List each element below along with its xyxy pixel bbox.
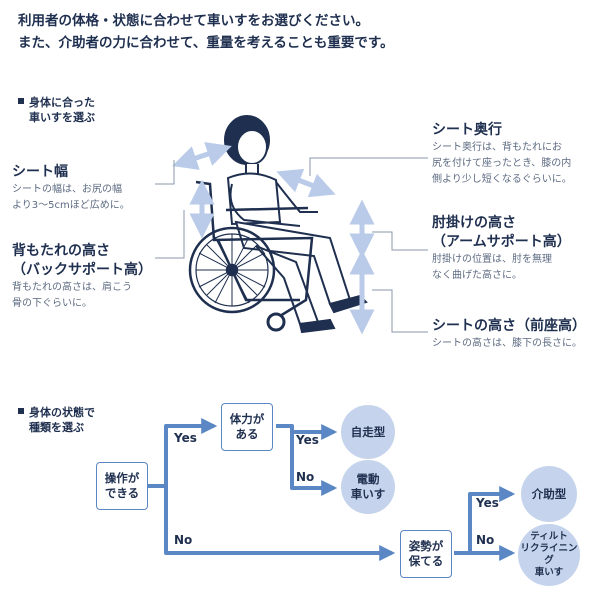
result-electric-line-2: 車いす: [350, 487, 386, 501]
face-shape: [236, 129, 268, 165]
question-posture: 姿勢が 保てる: [400, 530, 452, 578]
result-electric-line-1: 電動: [356, 472, 380, 486]
intro-line-1: 利用者の体格・状態に合わせて車いすをお選びください。: [18, 13, 369, 29]
backrest-title-1: 背もたれの高さ: [12, 243, 110, 259]
leader-lines: [155, 157, 428, 333]
seat-depth-title: シート奥行: [432, 122, 502, 138]
question-strength: 体力が ある: [221, 403, 273, 451]
section-title-type-line-2: 種類を選ぶ: [29, 421, 84, 434]
result-self-propelled: 自走型: [341, 405, 395, 459]
edge-label-no-posture: No: [476, 533, 495, 547]
flowchart-connectors: [146, 418, 516, 561]
backrest-title-2: （バックサポート高）: [12, 262, 152, 278]
edge-label-no-strength: No: [296, 470, 315, 484]
seat-depth-desc-1: シート奥行は、背もたれにお: [432, 142, 562, 153]
arrow-seat-depth: [276, 168, 336, 198]
question-operate-line-1: 操作が: [104, 471, 140, 485]
result-tilt-line-2: リクライニング: [520, 543, 578, 566]
result-self-propelled-label: 自走型: [350, 424, 386, 439]
question-strength-line-2: ある: [235, 427, 259, 441]
label-seat-width: シート幅 シートの幅は、お尻の幅 より3〜5cmほど広めに。: [12, 163, 130, 214]
backrest-desc-2: 骨の下ぐらいに。: [12, 298, 92, 309]
result-electric: 電動 車いす: [341, 460, 395, 514]
label-backrest: 背もたれの高さ （バックサポート高） 背もたれの高さは、肩こう 骨の下ぐらいに。: [12, 242, 152, 312]
backrest-desc-1: 背もたれの高さは、肩こう: [12, 282, 132, 293]
edge-label-yes-operate: Yes: [174, 431, 197, 445]
rear-wheel: [188, 226, 276, 314]
seat-depth-desc-2: 尻を付けて座ったとき、膝の内: [432, 158, 572, 169]
seat-width-desc-1: シートの幅は、お尻の幅: [12, 184, 122, 195]
result-tilt-line-1: ティルト: [530, 531, 568, 542]
edge-label-no-operate: No: [174, 533, 193, 547]
measure-arrows: [172, 142, 375, 335]
edge-label-yes-posture: Yes: [476, 496, 499, 510]
arrow-seat-width: [172, 142, 232, 170]
label-seat-depth: シート奥行 シート奥行は、背もたれにお 尻を付けて座ったとき、膝の内 側より少し…: [432, 121, 572, 188]
square-bullet-icon: [18, 98, 24, 104]
edge-strength-yes: [276, 424, 338, 440]
question-strength-line-1: 体力が: [229, 412, 265, 426]
question-operate: 操作が できる: [96, 462, 148, 510]
armrest-desc-1: 肘掛けの位置は、肘を無理: [432, 254, 552, 265]
question-operate-line-2: できる: [104, 486, 140, 500]
edge-label-yes-strength: Yes: [296, 433, 319, 447]
result-assist-label: 介助型: [531, 486, 567, 501]
seat-width-desc-2: より3〜5cmほど広めに。: [12, 200, 130, 211]
result-tilt-line-3: 車いす: [534, 567, 564, 578]
intro-line-2: また、介助者の力に合わせて、重量を考えることも重要です。: [18, 35, 394, 51]
shirt-shape: [226, 172, 282, 226]
intro-text: 利用者の体格・状態に合わせて車いすをお選びください。 また、介助者の力に合わせて…: [18, 10, 394, 54]
edge-posture-yes: [454, 486, 516, 555]
question-posture-line-1: 姿勢が: [408, 539, 444, 553]
label-armrest: 肘掛けの高さ （アームサポート高） 肘掛けの位置は、肘を無理 なく曲げた高さに。: [432, 214, 571, 284]
edge-strength-no: [290, 432, 338, 496]
edge-operate-yes: [146, 418, 218, 488]
armrest-title-1: 肘掛けの高さ: [432, 215, 516, 231]
section-title-line-1: 身体に合った: [29, 96, 95, 109]
armrest-desc-2: なく曲げた高さに。: [432, 270, 522, 281]
seat-height-desc-1: シートの高さは、膝下の長さに。: [432, 338, 582, 349]
result-tilt-reclining: ティルト リクライニング 車いす: [518, 524, 580, 586]
section-title-line-2: 車いすを選ぶ: [29, 111, 95, 124]
result-assist: 介助型: [521, 466, 577, 522]
label-seat-height: シートの高さ（前座高） シートの高さは、膝下の長さに。: [432, 317, 586, 352]
square-bullet-icon: [18, 408, 24, 414]
seat-width-title: シート幅: [12, 164, 68, 180]
caster-wheel: [266, 312, 286, 332]
question-posture-line-2: 保てる: [408, 554, 444, 568]
armrest-title-2: （アームサポート高）: [432, 234, 571, 250]
edge-operate-no: [164, 486, 396, 561]
seat-height-title: シートの高さ（前座高）: [432, 318, 586, 334]
section-title-type: 身体の状態で 種類を選ぶ: [18, 405, 95, 435]
section-title-body-fit: 身体に合った 車いすを選ぶ: [18, 95, 95, 125]
seat-depth-desc-3: 側より少し短くなるぐらいに。: [432, 174, 572, 185]
section-title-type-line-1: 身体の状態で: [29, 406, 95, 419]
wheelchair-illustration: [155, 115, 428, 335]
